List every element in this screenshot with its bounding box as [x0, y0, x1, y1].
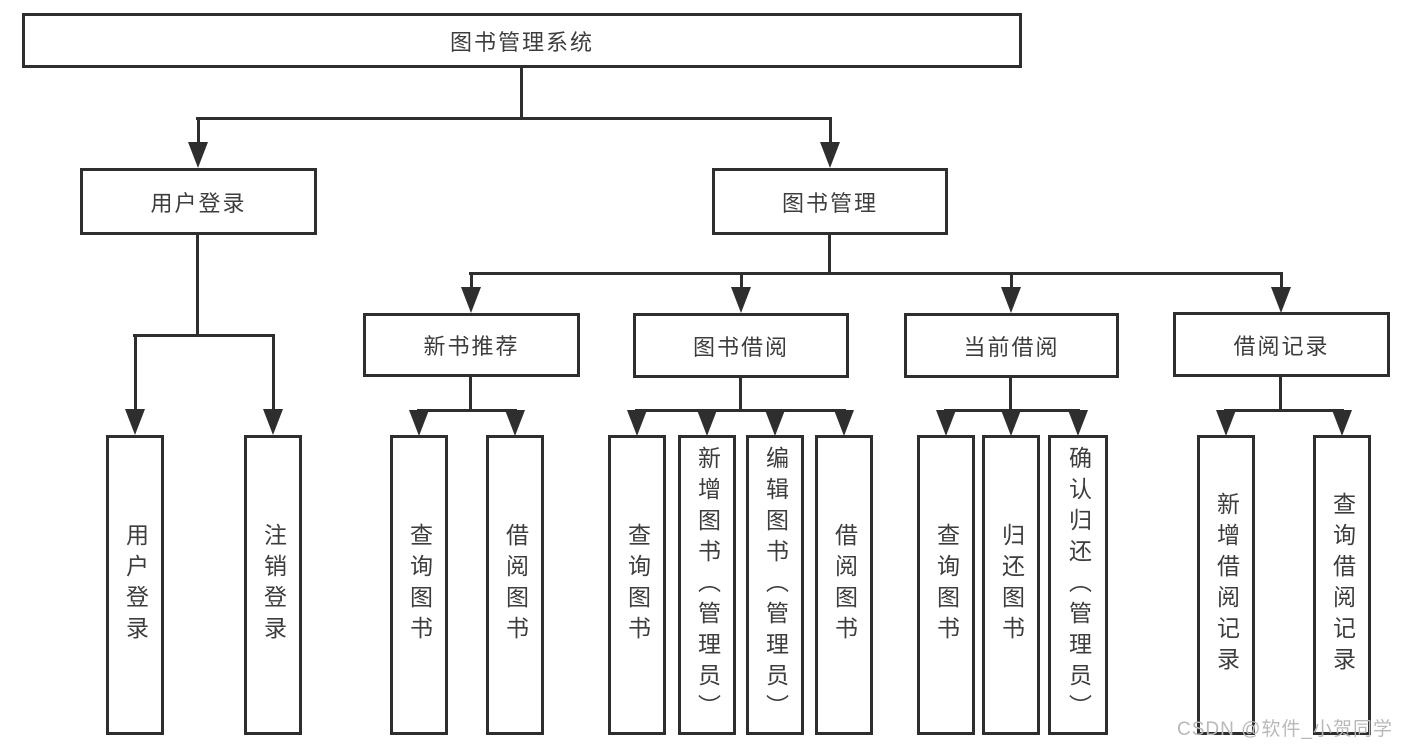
- node-current-borrow-label: 当前借阅: [963, 334, 1060, 360]
- connector-line: [133, 334, 275, 337]
- connector-line: [1224, 409, 1344, 412]
- connector-line: [828, 233, 831, 275]
- leaf-bb-query-books: 查询图书: [608, 435, 666, 735]
- connector-line: [1280, 272, 1283, 289]
- node-root-label: 图书管理系统: [449, 29, 594, 55]
- leaf-cb-confirm-return: 确认归还（管理员）: [1048, 435, 1108, 735]
- arrow-down-icon: [1216, 410, 1236, 436]
- csdn-watermark: CSDN @软件_小贺同学: [1177, 719, 1393, 740]
- leaf-logout: 注销登录: [244, 435, 302, 735]
- connector-line: [134, 334, 137, 411]
- connector-line: [196, 233, 199, 337]
- leaf-cb-return-books-label: 归还图书: [998, 523, 1025, 647]
- node-new-book-rec: 新书推荐: [363, 313, 580, 377]
- connector-line: [196, 117, 832, 120]
- leaf-bb-query-books-label: 查询图书: [624, 523, 651, 647]
- connector-line: [469, 375, 472, 412]
- connector-line: [470, 272, 473, 289]
- node-book-mgmt: 图书管理: [712, 168, 948, 235]
- leaf-nbr-borrow-books-label: 借阅图书: [502, 523, 529, 647]
- node-borrow-records: 借阅记录: [1173, 312, 1390, 377]
- arrow-down-icon: [731, 287, 751, 313]
- arrow-down-icon: [936, 410, 956, 436]
- connector-line: [417, 409, 517, 412]
- arrow-down-icon: [765, 410, 785, 436]
- leaf-bb-add-books-label: 新增图书（管理员）: [694, 445, 721, 725]
- leaf-cb-return-books: 归还图书: [982, 435, 1040, 735]
- connector-line: [1279, 375, 1282, 412]
- node-root: 图书管理系统: [22, 13, 1022, 68]
- leaf-nbr-query-books: 查询图书: [390, 435, 448, 735]
- leaf-user-login: 用户登录: [106, 435, 164, 735]
- leaf-bb-edit-books: 编辑图书（管理员）: [746, 435, 804, 735]
- leaf-br-add-record: 新增借阅记录: [1197, 435, 1255, 735]
- leaf-user-login-label: 用户登录: [122, 523, 149, 647]
- connector-line: [829, 117, 832, 144]
- node-borrow-records-label: 借阅记录: [1233, 333, 1330, 359]
- connector-line: [520, 66, 523, 120]
- arrow-down-icon: [1068, 410, 1088, 436]
- leaf-logout-label: 注销登录: [260, 523, 287, 647]
- arrow-down-icon: [834, 410, 854, 436]
- connector-line: [272, 334, 275, 411]
- arrow-down-icon: [627, 410, 647, 436]
- leaf-bb-add-books: 新增图书（管理员）: [678, 435, 736, 735]
- node-book-borrow-label: 图书借阅: [692, 334, 789, 360]
- arrow-down-icon: [125, 409, 145, 435]
- arrow-down-icon: [409, 410, 429, 436]
- arrow-down-icon: [263, 409, 283, 435]
- node-user-login: 用户登录: [80, 168, 317, 235]
- arrow-down-icon: [1271, 287, 1291, 313]
- node-user-login-label: 用户登录: [150, 190, 247, 216]
- arrow-down-icon: [188, 142, 208, 168]
- leaf-bb-edit-books-label: 编辑图书（管理员）: [762, 445, 789, 725]
- leaf-bb-borrow-books-label: 借阅图书: [831, 523, 858, 647]
- arrow-down-icon: [1001, 287, 1021, 313]
- node-current-borrow: 当前借阅: [904, 313, 1119, 378]
- arrow-down-icon: [697, 410, 717, 436]
- node-book-mgmt-label: 图书管理: [781, 190, 878, 216]
- arrow-down-icon: [1332, 410, 1352, 436]
- arrow-down-icon: [461, 287, 481, 313]
- connector-line: [635, 409, 846, 412]
- leaf-nbr-query-books-label: 查询图书: [406, 523, 433, 647]
- connector-line: [197, 117, 200, 144]
- leaf-bb-borrow-books: 借阅图书: [815, 435, 873, 735]
- leaf-br-query-record-label: 查询借阅记录: [1329, 492, 1356, 678]
- node-new-book-rec-label: 新书推荐: [423, 334, 520, 359]
- arrow-down-icon: [505, 410, 525, 436]
- leaf-cb-query-books-label: 查询图书: [933, 523, 960, 647]
- connector-line: [739, 376, 742, 412]
- leaf-br-add-record-label: 新增借阅记录: [1213, 492, 1240, 678]
- leaf-nbr-borrow-books: 借阅图书: [486, 435, 544, 735]
- connector-line: [1009, 376, 1012, 412]
- leaf-cb-query-books: 查询图书: [917, 435, 975, 735]
- node-book-borrow: 图书借阅: [633, 313, 849, 378]
- connector-line: [1010, 272, 1013, 289]
- arrow-down-icon: [1001, 410, 1021, 436]
- connector-line: [469, 272, 1283, 275]
- connector-line: [740, 272, 743, 289]
- arrow-down-icon: [820, 142, 840, 168]
- leaf-br-query-record: 查询借阅记录: [1313, 435, 1371, 735]
- leaf-cb-confirm-return-label: 确认归还（管理员）: [1065, 445, 1092, 725]
